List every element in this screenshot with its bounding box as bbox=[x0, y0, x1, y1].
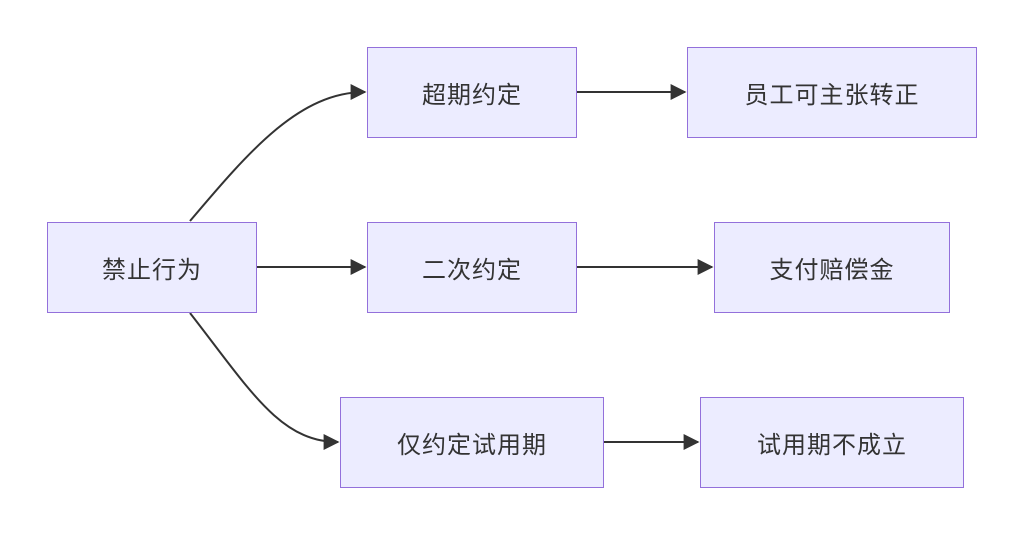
edge-root-to-probation-only bbox=[189, 312, 340, 450]
node-claim-regularization: 员工可主张转正 bbox=[687, 47, 977, 138]
node-probation-invalid-label: 试用期不成立 bbox=[757, 431, 907, 459]
node-probation-only: 仅约定试用期 bbox=[340, 397, 604, 488]
node-probation-only-label: 仅约定试用期 bbox=[397, 431, 547, 459]
node-claim-regularization-label: 员工可主张转正 bbox=[744, 81, 920, 109]
node-overdue-agreement-label: 超期约定 bbox=[422, 81, 522, 109]
node-overdue-agreement: 超期约定 bbox=[367, 47, 577, 138]
node-root-label: 禁止行为 bbox=[102, 256, 202, 284]
node-pay-compensation-label: 支付赔偿金 bbox=[769, 256, 895, 284]
node-root: 禁止行为 bbox=[47, 222, 257, 313]
edge-root-to-overdue-agreement bbox=[189, 84, 367, 222]
node-second-agreement-label: 二次约定 bbox=[422, 256, 522, 284]
node-probation-invalid: 试用期不成立 bbox=[700, 397, 964, 488]
node-pay-compensation: 支付赔偿金 bbox=[714, 222, 950, 313]
node-second-agreement: 二次约定 bbox=[367, 222, 577, 313]
